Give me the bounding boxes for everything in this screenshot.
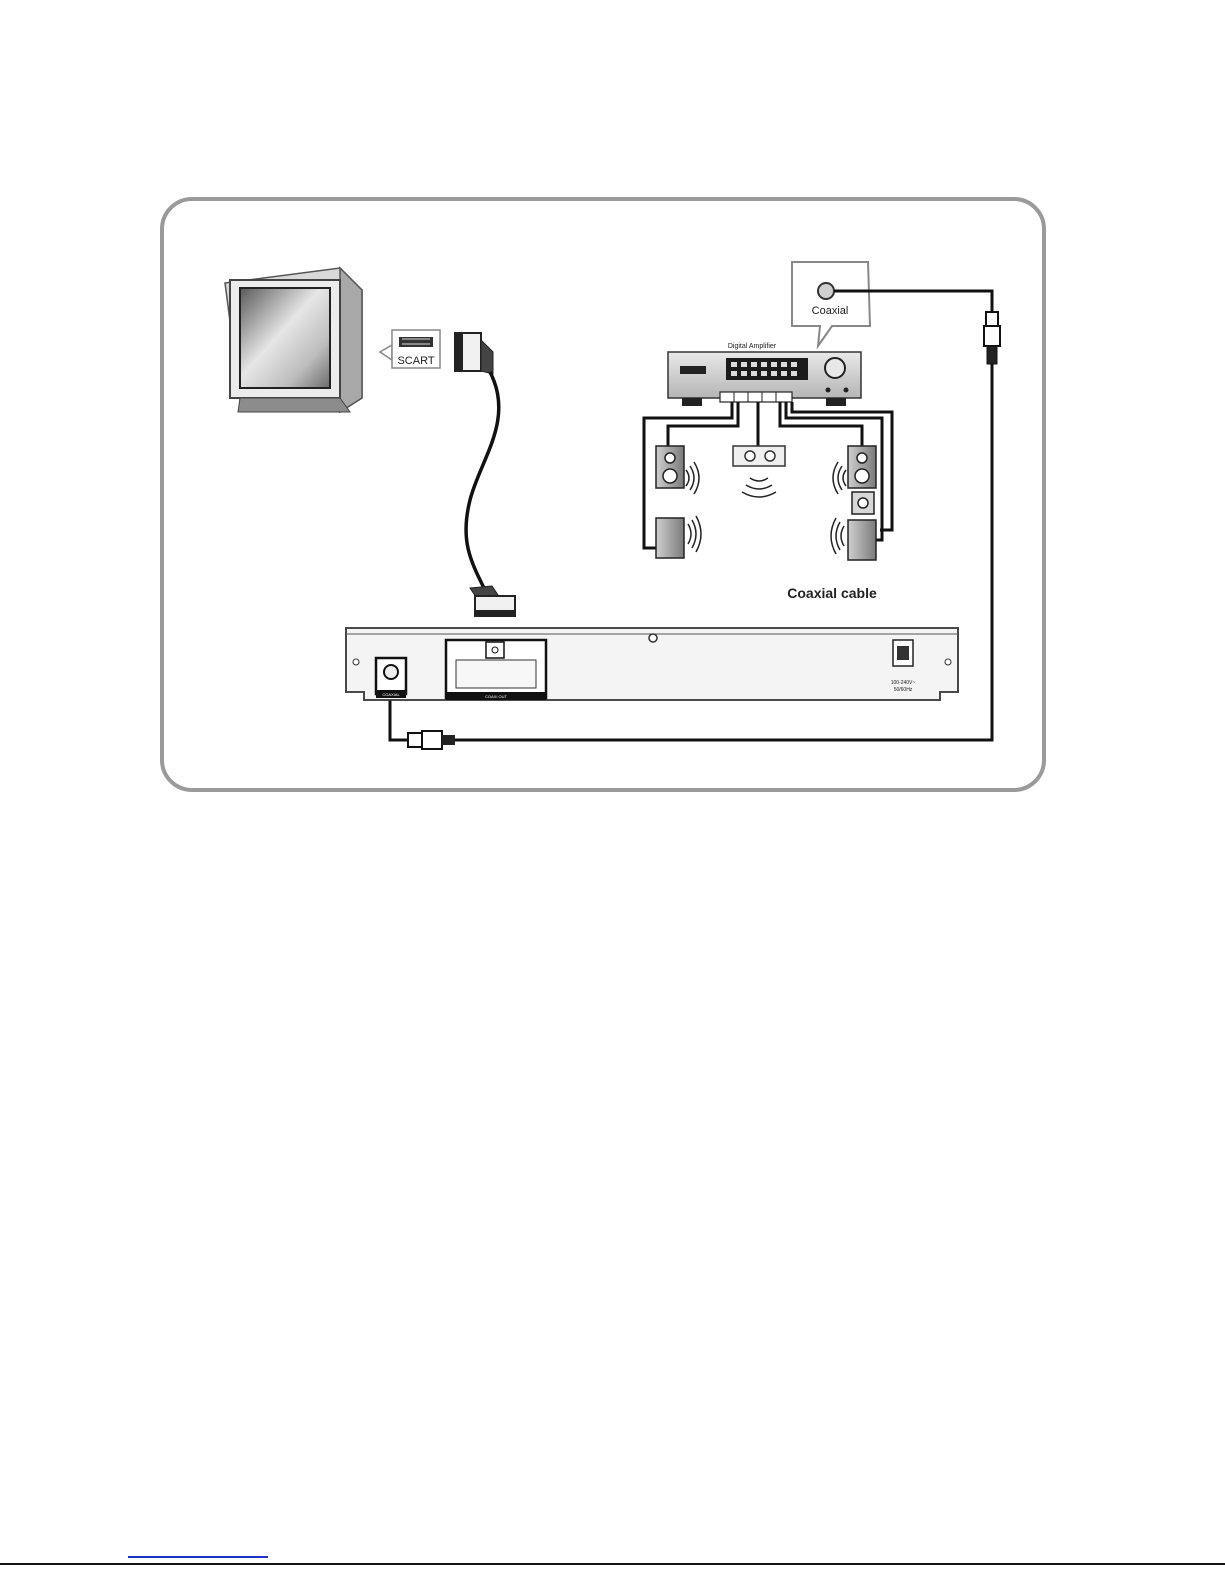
player-rear-panel: COAXIAL COAXI OUT 100-240V~ 50/60Hz (346, 628, 958, 700)
coaxial-cable-label: Coaxial cable (787, 585, 877, 601)
amplifier-icon: Digital Amplifier (668, 343, 861, 406)
power-rating-line1: 100-240V~ (891, 680, 916, 686)
tv-icon (225, 268, 362, 412)
footer-rule (0, 1563, 1225, 1565)
scart-port-label: COAXI OUT (485, 694, 508, 699)
footer-link-underline (128, 1556, 268, 1558)
coaxial-label: Coaxial (812, 305, 849, 317)
scart-output-jack: COAXI OUT (446, 640, 546, 700)
subwoofer-icon (852, 492, 874, 514)
coaxial-output-jack: COAXIAL (376, 658, 406, 698)
coaxial-port-label: COAXIAL (382, 692, 400, 697)
coaxial-jack-icon (818, 283, 834, 299)
amplifier-label: Digital Amplifier (728, 343, 777, 350)
power-inlet-icon: 100-240V~ 50/60Hz (891, 640, 916, 693)
power-rating-line2: 50/60Hz (894, 687, 913, 693)
scart-label: SCART (397, 355, 434, 367)
